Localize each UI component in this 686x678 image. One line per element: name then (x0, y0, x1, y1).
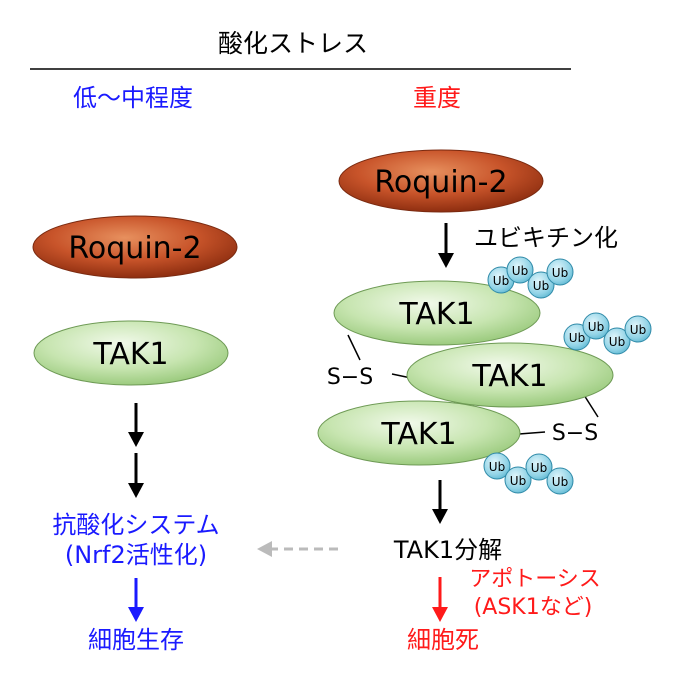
ub-label: Ub (493, 274, 509, 288)
title-text: 酸化ストレス (218, 29, 368, 58)
left-heading: 低〜中程度 (73, 84, 193, 112)
right-arrow-ubiquitination (438, 223, 454, 268)
disulfide-right-line-top (583, 394, 599, 418)
right-roquin-label: Roquin-2 (374, 165, 507, 200)
ub-label: Ub (512, 264, 528, 278)
right-red-arrow (432, 577, 448, 622)
ubiquitination-label: ユビキチン化 (474, 224, 618, 252)
ub-circle (603, 327, 631, 355)
ub-label: Ub (533, 279, 549, 293)
right-roquin-ellipse (338, 149, 544, 213)
disulfide-left-line-top (347, 334, 361, 361)
right-tak1-top-ellipse (333, 280, 541, 346)
apoptosis-line1: アポトーシス (469, 567, 601, 592)
disulfide-left-label: S−S (327, 365, 373, 390)
tak1-degradation-text: TAK1分解 (393, 536, 502, 564)
left-arrow-1 (128, 403, 144, 447)
ub-circle (624, 315, 652, 343)
left-tak1-label: TAK1 (92, 337, 168, 372)
ub-circle (506, 256, 534, 284)
ub-cluster-middle: Ub Ub Ub Ub (563, 312, 652, 355)
left-antioxidant-line1: 抗酸化システム (52, 511, 219, 539)
ub-circle (504, 466, 532, 494)
ub-circle (546, 467, 574, 495)
left-survival-text: 細胞生存 (88, 626, 184, 654)
ub-label: Ub (588, 320, 604, 334)
ub-circle (483, 452, 511, 480)
left-antioxidant-line2: (Nrf2活性化) (65, 541, 207, 569)
ub-label: Ub (630, 323, 646, 337)
right-tak1-bottom-ellipse (317, 400, 521, 466)
ub-label: Ub (552, 475, 568, 489)
ub-label: Ub (531, 461, 547, 475)
dashed-feedback-arrow (257, 541, 338, 557)
right-arrow-degradation (432, 480, 448, 524)
ub-label: Ub (510, 474, 526, 488)
left-blue-arrow (128, 578, 144, 622)
right-tak1-top-label: TAK1 (398, 297, 474, 332)
right-tak1-middle-ellipse (406, 342, 614, 408)
ub-cluster-top: Ub Ub Ub Ub (487, 256, 574, 299)
ub-circle (525, 453, 553, 481)
left-arrow-2 (128, 453, 144, 498)
right-heading: 重度 (413, 84, 461, 112)
ub-label: Ub (609, 335, 625, 349)
cell-death-text: 細胞死 (407, 626, 479, 654)
ub-label: Ub (552, 266, 568, 280)
ub-label: Ub (569, 331, 585, 345)
disulfide-right-label: S−S (552, 421, 598, 446)
left-roquin-ellipse (32, 215, 238, 279)
ub-label: Ub (489, 460, 505, 474)
disulfide-right-line-left (518, 431, 546, 435)
ub-circle (527, 271, 555, 299)
ub-circle (546, 258, 574, 286)
left-roquin-label: Roquin-2 (68, 231, 201, 266)
ub-circle (582, 312, 610, 340)
ub-cluster-bottom: Ub Ub Ub Ub (483, 452, 574, 495)
right-tak1-bottom-label: TAK1 (380, 417, 456, 452)
left-tak1-ellipse (33, 320, 229, 386)
apoptosis-line2: (ASK1など) (474, 595, 593, 620)
right-tak1-middle-label: TAK1 (471, 359, 547, 394)
